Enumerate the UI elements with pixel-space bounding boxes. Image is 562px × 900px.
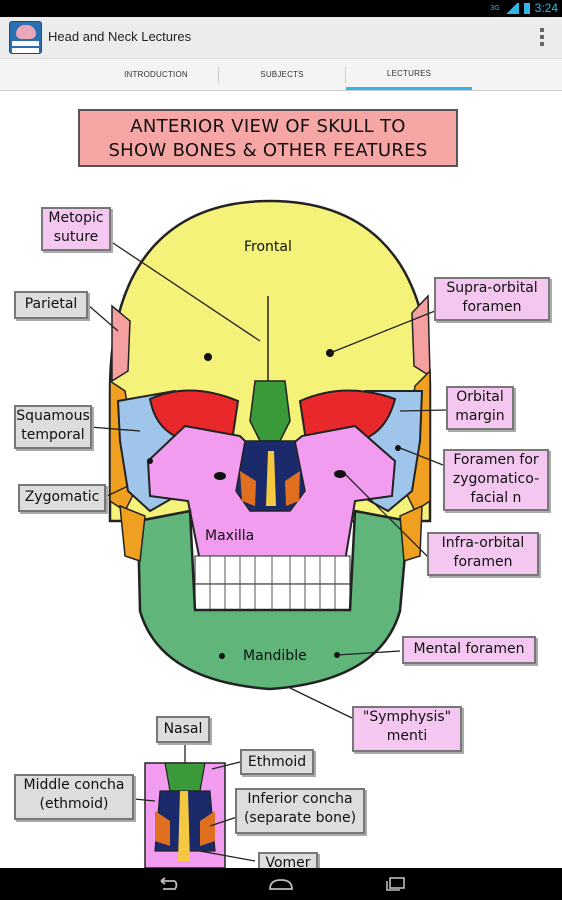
app-title: Head and Neck Lectures: [48, 29, 192, 44]
concha-left: [240, 471, 256, 506]
label-symphysis-menti: "Symphysis"menti: [352, 706, 462, 752]
lecture-content[interactable]: ANTERIOR VIEW OF SKULL TO SHOW BONES & O…: [0, 91, 562, 868]
status-bar: 3G 3:24: [0, 0, 562, 17]
parietal-left: [111, 304, 131, 383]
signal-type: 3G: [490, 4, 500, 12]
tab-subjects[interactable]: SUBJECTS: [260, 70, 304, 79]
mandible-label: Mandible: [243, 648, 307, 664]
app-icon[interactable]: [9, 21, 42, 54]
label-zygomatic: Zygomatic: [18, 484, 106, 512]
tab-introduction[interactable]: INTRODUCTION: [124, 70, 188, 79]
label-ethmoid: Ethmoid: [240, 749, 314, 775]
brain-icon: [16, 25, 36, 39]
concha-right: [285, 471, 300, 506]
overflow-menu-icon[interactable]: [540, 28, 544, 46]
navigation-bar: [0, 868, 562, 900]
label-vomer: Vomer: [258, 852, 318, 868]
home-icon[interactable]: [266, 874, 296, 894]
tab-bar: INTRODUCTION SUBJECTS LECTURES: [0, 59, 562, 91]
mandible-bone: [136, 509, 410, 691]
clock: 3:24: [534, 1, 558, 15]
tab-lectures[interactable]: LECTURES: [346, 59, 472, 90]
frontal-label: Frontal: [244, 239, 292, 255]
skull-illustration: [87, 199, 448, 868]
back-icon[interactable]: [152, 874, 182, 894]
vomer: [266, 451, 276, 506]
action-bar: Head and Neck Lectures: [0, 17, 562, 59]
diagram-title: ANTERIOR VIEW OF SKULL TO SHOW BONES & O…: [78, 109, 458, 167]
signal-icon: [504, 2, 519, 14]
parietal-right: [411, 294, 431, 378]
label-inferior-concha: Inferior concha(separate bone): [235, 788, 365, 834]
label-mental-foramen: Mental foramen: [402, 636, 536, 664]
nasal-bone: [249, 380, 291, 442]
battery-icon: [523, 2, 530, 14]
maxilla-label: Maxilla: [205, 528, 255, 544]
label-parietal: Parietal: [14, 291, 88, 319]
recent-apps-icon[interactable]: [380, 874, 410, 894]
label-middle-concha: Middle concha(ethmoid): [14, 774, 134, 820]
label-nasal: Nasal: [156, 716, 210, 743]
